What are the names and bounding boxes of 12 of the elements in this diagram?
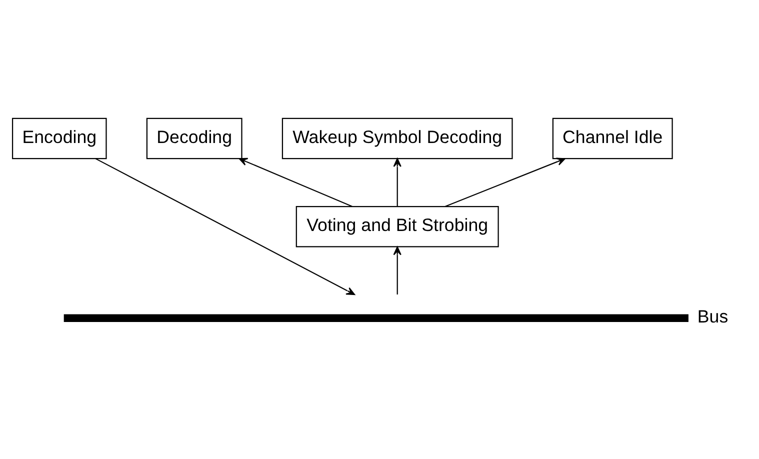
arrow — [238, 157, 353, 206]
node-box: Voting and Bit Strobing — [296, 206, 499, 247]
arrow — [393, 158, 402, 206]
node-box: Encoding — [12, 117, 107, 159]
arrow — [95, 158, 356, 295]
node-box: Channel Idle — [552, 117, 673, 159]
node-bar — [64, 314, 688, 322]
node-box: Decoding — [146, 117, 242, 159]
arrow — [444, 157, 566, 206]
node-label: Bus — [697, 306, 728, 326]
arrow — [393, 246, 402, 294]
node-box: Wakeup Symbol Decoding — [282, 117, 513, 159]
